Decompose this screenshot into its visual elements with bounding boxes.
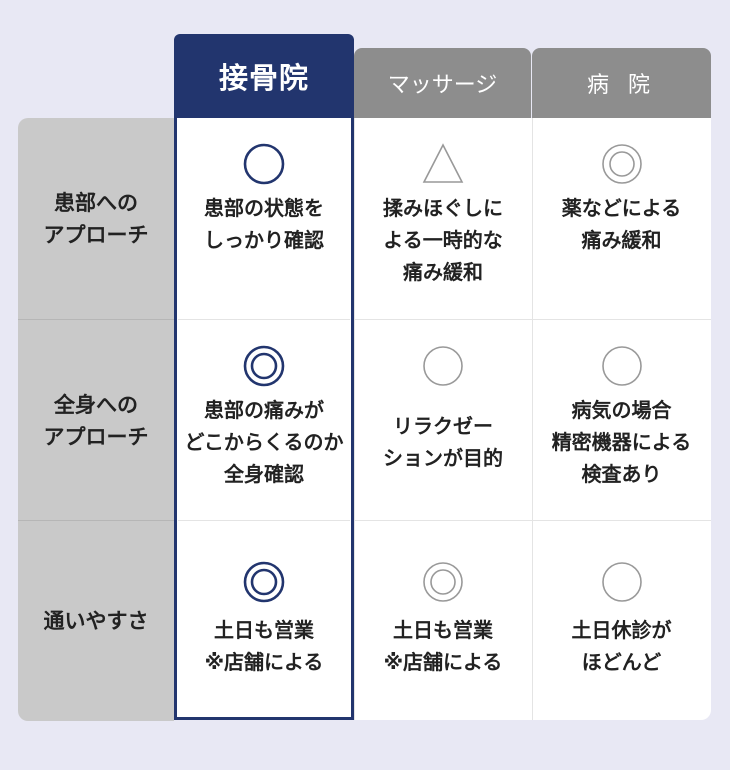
column-divider — [532, 118, 533, 720]
circle-mark-icon — [242, 142, 286, 186]
column-header-label: 接骨院 — [218, 61, 309, 95]
cell-text: 患部の痛みが どこからくるのか 全身確認 — [184, 398, 344, 486]
bone-clinic-highlight-frame — [174, 118, 354, 720]
cell-massage-accessibility: 土日も営業 ※店舗による — [354, 560, 532, 678]
column-header-bone-clinic: 接骨院 — [174, 34, 354, 118]
column-header-label: マッサージ — [387, 73, 498, 98]
cell-massage-whole-body: リラクゼー ションが目的 — [354, 344, 532, 474]
row-divider — [178, 520, 350, 521]
cell-text: 薬などによる 痛み緩和 — [561, 196, 682, 252]
column-header-hospital: 病 院 — [532, 48, 711, 118]
cell-text: 患部の状態を しっかり確認 — [204, 196, 324, 252]
circle-shape — [423, 346, 463, 386]
cell-hospital-whole-body: 病気の場合 精密機器による 検査あり — [532, 344, 711, 490]
row-divider — [354, 319, 711, 320]
double-circle-mark-icon — [242, 344, 286, 388]
cell-text: 病気の場合 精密機器による 検査あり — [551, 398, 692, 486]
cell-text: 土日も営業 ※店舗による — [383, 618, 503, 674]
circle-shape — [243, 143, 285, 185]
cell-bone-whole-body: 患部の痛みが どこからくるのか 全身確認 — [174, 344, 354, 490]
triangle-mark-icon — [421, 142, 465, 186]
row-header-label: 全身への アプローチ — [43, 392, 149, 449]
double-circle-mark-icon — [242, 560, 286, 604]
cell-text: 土日も営業 ※店舗による — [204, 618, 324, 674]
column-header-label: 病 院 — [587, 73, 656, 98]
triangle-shape — [422, 143, 464, 183]
circle-shape — [601, 562, 642, 602]
double-circle-shape — [423, 562, 463, 602]
row-header-label: 通いやすさ — [43, 609, 149, 633]
cell-text: リラクゼー ションが目的 — [383, 414, 503, 470]
row-header-label: 患部への アプローチ — [43, 190, 149, 247]
cell-massage-affected-area: 揉みほぐしに よる一時的な 痛み緩和 — [354, 142, 532, 288]
double-circle-shape — [243, 345, 285, 387]
circle-mark-icon — [421, 344, 465, 388]
double-circle-shape — [243, 561, 285, 603]
cell-bone-affected-area: 患部の状態を しっかり確認 — [174, 142, 354, 256]
double-circle-shape — [601, 144, 642, 184]
cell-bone-accessibility: 土日も営業 ※店舗による — [174, 560, 354, 678]
cell-hospital-accessibility: 土日休診が ほどんど — [532, 560, 711, 678]
cell-hospital-affected-area: 薬などによる 痛み緩和 — [532, 142, 711, 256]
double-circle-mark-icon — [600, 142, 644, 186]
row-header-affected-area: 患部への アプローチ — [18, 118, 174, 319]
row-divider — [178, 319, 350, 320]
circle-shape — [601, 346, 642, 386]
table-body — [174, 118, 711, 720]
row-header-whole-body: 全身への アプローチ — [18, 319, 174, 521]
column-header-massage: マッサージ — [354, 48, 531, 118]
comparison-table: 接骨院 マッサージ 病 院 患部への アプローチ 全身への アプローチ 通いやす… — [18, 34, 711, 721]
row-divider — [354, 520, 711, 521]
double-circle-mark-icon — [421, 560, 465, 604]
row-header-accessibility: 通いやすさ — [18, 520, 174, 721]
circle-mark-icon — [600, 560, 644, 604]
column-divider — [354, 118, 355, 720]
circle-mark-icon — [600, 344, 644, 388]
cell-text: 揉みほぐしに よる一時的な 痛み緩和 — [383, 196, 503, 284]
cell-text: 土日休診が ほどんど — [571, 618, 672, 674]
